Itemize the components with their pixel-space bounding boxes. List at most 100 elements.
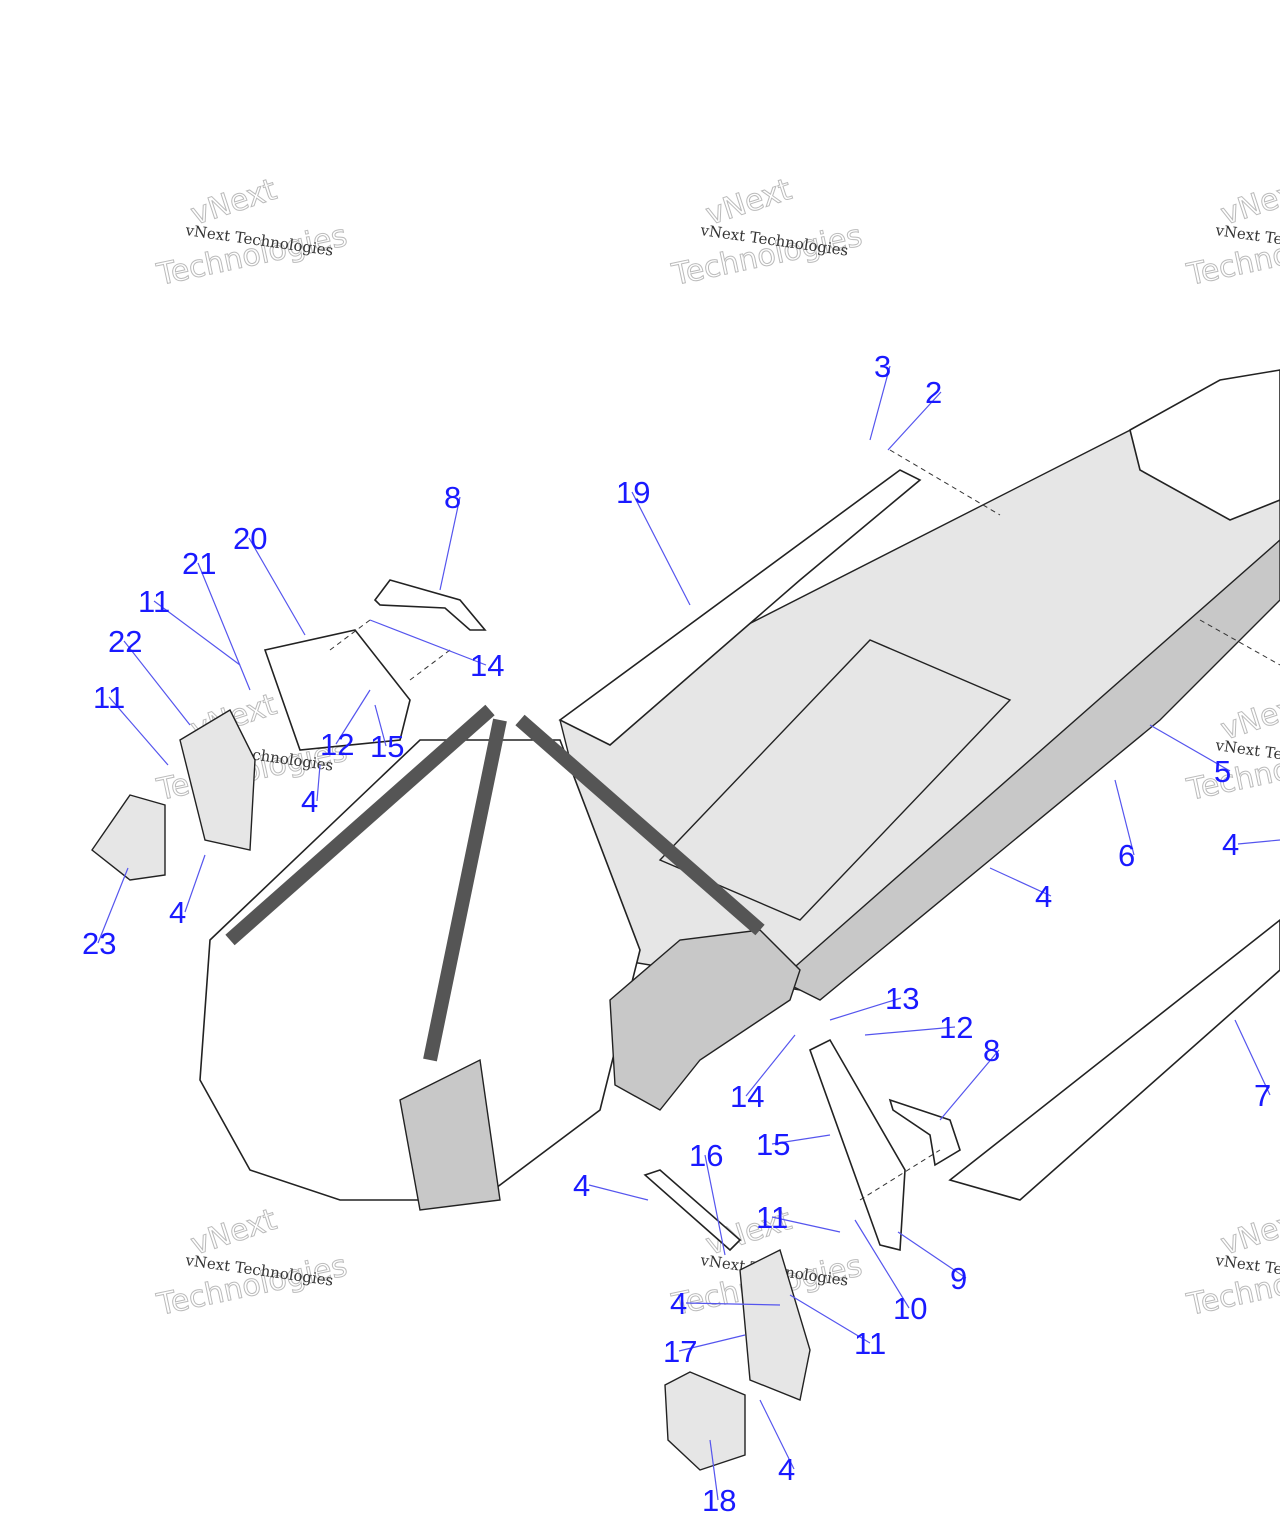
callout-4: 4 (989, 867, 1052, 914)
callout-10: 10 (854, 1219, 927, 1326)
callout-number: 12 (320, 727, 354, 762)
leader-line (1114, 779, 1135, 856)
leader-line (704, 1154, 726, 1256)
callout-11: 11 (789, 1294, 886, 1361)
leader-line (887, 391, 942, 451)
leader-line (248, 537, 306, 636)
callout-8: 8 (439, 480, 461, 591)
leader-line (864, 1026, 956, 1036)
leader-line (631, 491, 691, 606)
tunnel-panel (658, 639, 1012, 921)
leader-line (123, 640, 191, 726)
callout-7: 7 (1234, 1019, 1271, 1113)
leader-line (184, 854, 206, 913)
callout-19: 19 (616, 475, 691, 606)
leader-line (439, 496, 461, 591)
frame-assembly (91, 369, 1280, 1471)
callout-number: 22 (108, 624, 142, 659)
leader-line (685, 1302, 781, 1306)
leader-line (335, 689, 371, 745)
callout-number: 4 (1035, 879, 1052, 914)
leader-line (97, 867, 129, 944)
callout-number: 14 (730, 1079, 764, 1114)
running-board-7 (948, 918, 1280, 1201)
callout-number: 14 (470, 648, 504, 683)
callout-number: 12 (939, 1010, 973, 1045)
callout-number: 7 (1254, 1078, 1271, 1113)
callout-4: 4 (1222, 827, 1280, 862)
leader-line (1237, 839, 1280, 845)
callout-number: 8 (983, 1033, 1000, 1068)
leader-line (369, 619, 487, 666)
callout-number: 4 (169, 895, 186, 930)
callout-17: 17 (663, 1334, 746, 1369)
callout-number: 11 (756, 1200, 788, 1235)
leader-line (678, 1334, 746, 1352)
handle-8-upper (373, 579, 487, 631)
callout-number: 16 (689, 1138, 723, 1173)
callout-6: 6 (1114, 779, 1135, 873)
callout-number: 20 (233, 521, 267, 556)
callout-4: 4 (301, 764, 321, 819)
callout-23: 23 (82, 867, 129, 961)
handle-8-lower (888, 1098, 961, 1167)
callout-16: 16 (689, 1138, 726, 1256)
leader-line (153, 600, 241, 666)
leader-line (745, 1034, 796, 1097)
callout-number: 19 (616, 475, 650, 510)
leader-line (374, 704, 387, 747)
callout-number: 11 (93, 680, 125, 715)
bracket-9 (809, 1038, 906, 1252)
callout-4: 4 (573, 1168, 649, 1203)
leader-line (771, 1134, 831, 1145)
callout-12: 12 (320, 689, 371, 762)
leader-line (588, 1184, 649, 1201)
callout-9: 9 (897, 1231, 967, 1296)
callout-13: 13 (829, 981, 919, 1021)
leader-line (989, 867, 1052, 897)
panel-22 (179, 709, 256, 851)
callout-number: 8 (444, 480, 461, 515)
callout-number: 9 (950, 1261, 967, 1296)
callout-14: 14 (730, 1034, 796, 1114)
callout-15: 15 (756, 1127, 831, 1162)
callout-number: 4 (573, 1168, 590, 1203)
cover-18 (664, 1371, 746, 1471)
callout-number: 4 (1222, 827, 1239, 862)
leader-line (829, 997, 902, 1021)
side-plate (609, 929, 801, 1111)
callout-number: 4 (778, 1452, 795, 1487)
callout-number: 5 (1214, 754, 1231, 789)
callout-21: 21 (182, 546, 251, 691)
tunnel-side (778, 539, 1280, 1001)
cover-23 (91, 794, 166, 881)
callout-number: 4 (301, 784, 318, 819)
callout-12: 12 (864, 1010, 973, 1045)
callout-number: 6 (1118, 838, 1135, 873)
callout-11: 11 (138, 584, 241, 666)
callout-number: 23 (82, 926, 116, 961)
callout-number: 18 (702, 1483, 736, 1518)
leader-line (1234, 1019, 1271, 1096)
callout-4: 4 (169, 854, 206, 930)
callout-number: 3 (874, 349, 891, 384)
callout-20: 20 (233, 521, 306, 636)
callout-18: 18 (702, 1439, 736, 1518)
callout-number: 10 (893, 1291, 927, 1326)
callout-number: 15 (756, 1127, 790, 1162)
leader-line (197, 562, 251, 691)
leader-line (108, 696, 169, 766)
callout-2: 2 (887, 375, 942, 451)
callout-number: 11 (854, 1326, 886, 1361)
bracket-16 (643, 1169, 742, 1252)
callout-5: 5 (1149, 724, 1231, 789)
leader-line (869, 365, 891, 441)
